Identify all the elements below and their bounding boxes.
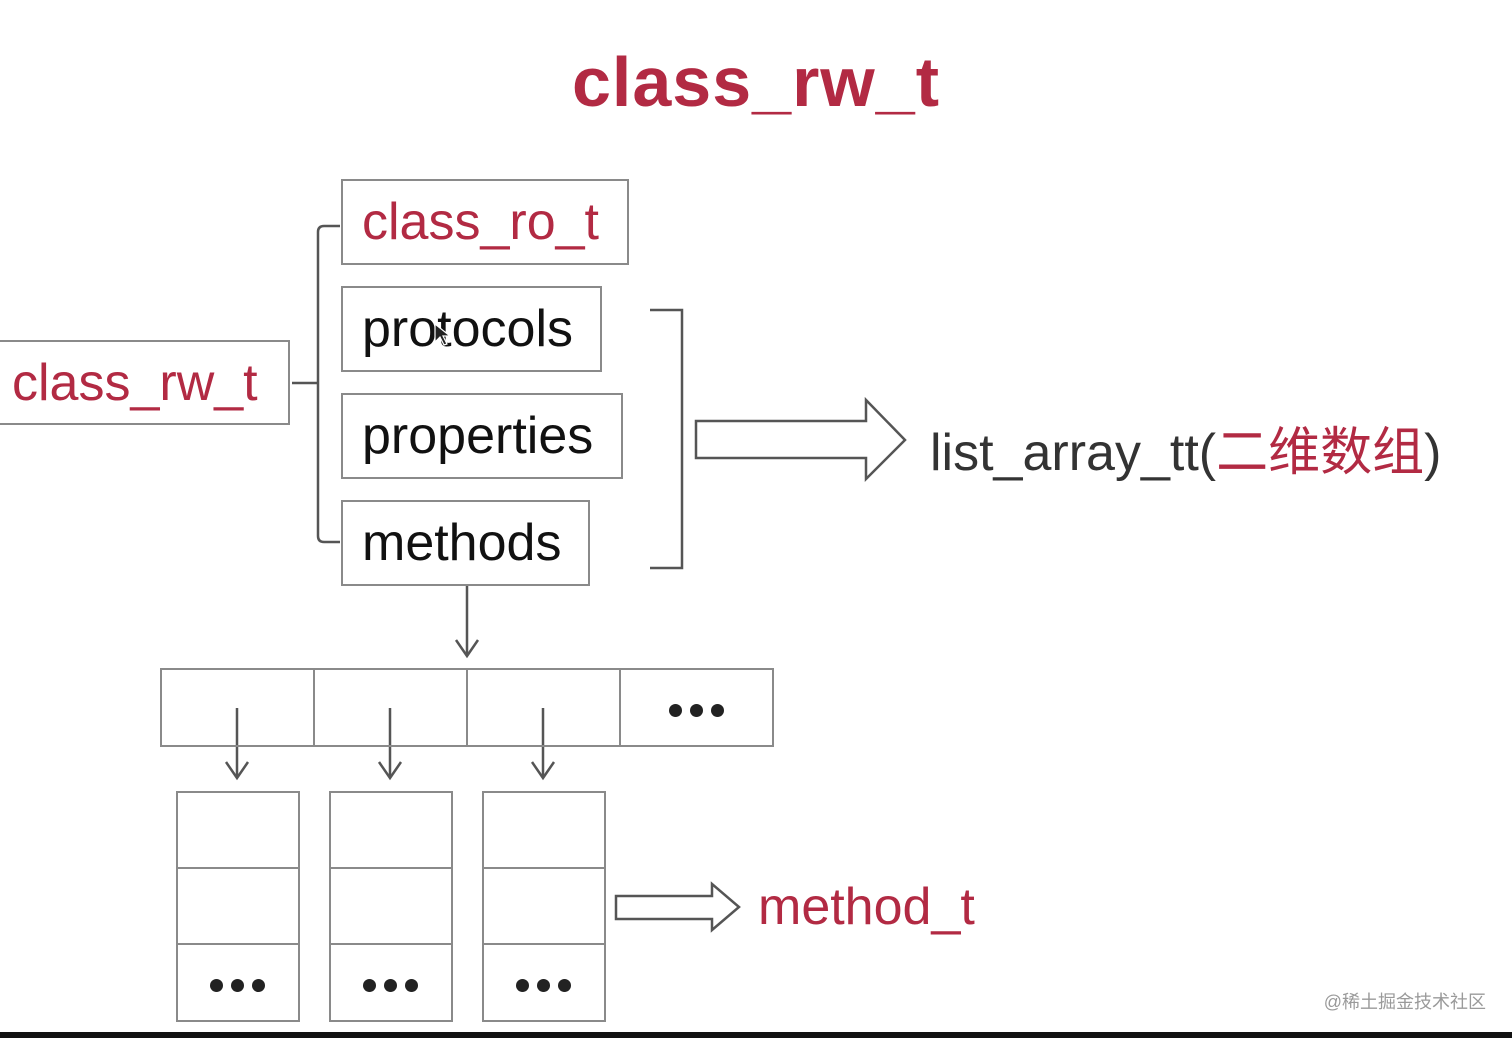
class-rw-t-box-label: class_rw_t xyxy=(12,353,258,412)
class-ro-t-label: class_ro_t xyxy=(362,193,599,251)
protocols-box: protocols xyxy=(341,286,602,372)
properties-box: properties xyxy=(341,393,623,479)
watermark: @稀土掘金技术社区 xyxy=(1323,992,1486,1012)
list-array-label: list_array_tt(二维数组) xyxy=(930,410,1441,485)
properties-label: properties xyxy=(362,407,594,465)
members-brace xyxy=(316,224,340,544)
class-ro-t-box: class_ro_t xyxy=(341,179,629,265)
group-bracket xyxy=(650,308,684,570)
method-list-2-ellipsis xyxy=(363,979,418,992)
protocols-label: protocols xyxy=(362,300,573,358)
list-array-chinese: 二维数组 xyxy=(1216,424,1425,482)
hollow-arrow-list-array xyxy=(694,396,907,483)
methods-label: methods xyxy=(362,514,562,572)
method-list-1-ellipsis xyxy=(210,979,265,992)
bottom-bar xyxy=(0,1032,1512,1038)
methods-box: methods xyxy=(341,500,590,586)
list-array-suffix: ) xyxy=(1424,424,1442,482)
method-list-3 xyxy=(482,791,606,1022)
array-ellipsis xyxy=(669,704,724,717)
diagram-title: class_rw_t xyxy=(571,43,941,121)
method-list-2 xyxy=(329,791,453,1022)
list-array-prefix: list_array_tt( xyxy=(930,424,1217,482)
method-list-1 xyxy=(176,791,300,1022)
class-rw-t-box: class_rw_t xyxy=(0,340,290,425)
mouse-cursor-icon xyxy=(434,322,452,346)
hollow-arrow-method-t xyxy=(614,881,741,933)
method-t-label: method_t xyxy=(758,878,975,936)
method-list-3-ellipsis xyxy=(516,979,571,992)
